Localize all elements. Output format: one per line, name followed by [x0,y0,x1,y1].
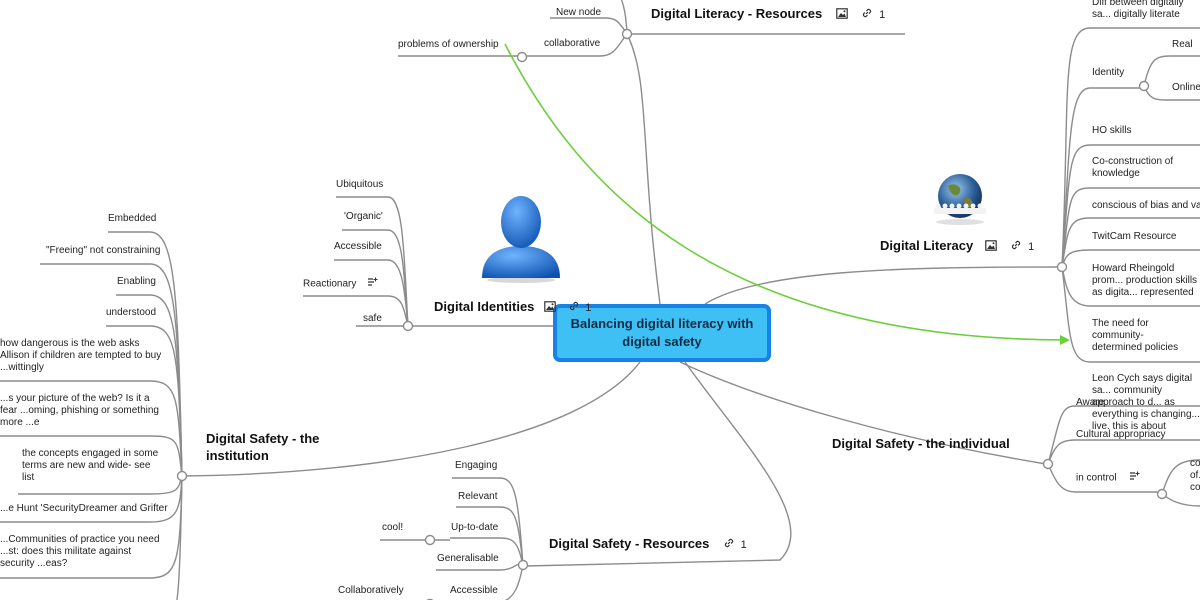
node-problems-of-ownership[interactable]: problems of ownership [398,39,499,50]
topic-digital-safety-resources[interactable]: Digital Safety - Resources 1 [549,536,747,552]
node-reactionary[interactable]: Reactionary [303,277,378,291]
node-label: Reactionary [303,278,357,290]
link-count: 1 [1028,241,1035,253]
node-ho-skills[interactable]: HO skills [1092,125,1132,136]
node-understood[interactable]: understood [106,307,157,318]
image-icon[interactable] [836,7,848,22]
node-identity-online[interactable]: Online [1172,82,1200,93]
topic-digital-safety-individual[interactable]: Digital Safety - the individual [832,436,1010,451]
topic-digital-safety-institution[interactable]: Digital Safety - the institution [206,431,320,463]
node-howard-rheingold[interactable]: Howard Rheingold prom... production skil… [1092,263,1198,298]
node-in-control[interactable]: in control [1076,471,1140,485]
node-aware[interactable]: Aware [1076,397,1105,408]
node-up-to-date[interactable]: Up-to-date [451,522,499,533]
node-identity-real[interactable]: Real [1172,39,1193,50]
node-safe[interactable]: safe [363,313,382,324]
link-icon[interactable] [723,537,735,552]
node-collaboratively[interactable]: Collaboratively [338,585,404,596]
node-cool[interactable]: cool! [382,522,404,533]
topic-digital-identities[interactable]: Digital Identities 1 [434,299,591,315]
node-freeing[interactable]: "Freeing" not constraining [46,245,161,256]
image-icon[interactable] [985,239,997,254]
topic-digital-literacy[interactable]: Digital Literacy 1 [880,238,1034,254]
node-co-fragment[interactable]: co... of... co... [1190,458,1200,493]
node-conscious-of-bias[interactable]: conscious of bias and val... [1092,200,1200,211]
person-avatar [478,192,564,284]
link-count: 1 [879,9,886,21]
node-new-node[interactable]: New node [556,7,602,18]
central-topic[interactable]: Balancing digital literacy with digital … [553,304,771,362]
node-generalisable[interactable]: Generalisable [437,553,499,564]
topic-title: Digital Identities [434,299,535,314]
node-ubiquitous[interactable]: Ubiquitous [336,179,384,190]
link-count: 1 [740,539,747,551]
central-title: Balancing digital literacy with digital … [570,316,754,349]
topic-digital-literacy-resources[interactable]: Digital Literacy - Resources 1 [651,6,885,22]
node-leon-cych[interactable]: Leon Cych says digital sa... community a… [1092,373,1200,432]
note-icon[interactable] [1129,471,1140,485]
link-icon[interactable] [568,300,580,315]
node-enabling[interactable]: Enabling [117,276,156,287]
node-collaborative[interactable]: collaborative [544,38,601,49]
node-identity[interactable]: Identity [1092,67,1125,78]
node-communities[interactable]: ...Communities of practice you need ...s… [0,534,160,569]
node-engaging[interactable]: Engaging [455,460,498,471]
topic-title: Digital Safety - Resources [549,536,710,551]
node-concepts[interactable]: the concepts engaged in some terms are n… [22,448,159,483]
node-twitcam-resource[interactable]: TwitCam Resource [1092,231,1177,242]
topic-title: Digital Literacy - Resources [651,6,823,21]
globe-people-icon [930,172,990,226]
node-embedded[interactable]: Embedded [108,213,157,224]
node-organic[interactable]: 'Organic' [344,211,383,222]
node-hunt[interactable]: ...e Hunt 'SecurityDreamer and Grifter [0,503,168,514]
image-icon[interactable] [544,300,556,315]
node-co-construction[interactable]: Co-construction of knowledge [1092,156,1174,179]
node-picture-of-web[interactable]: ...s your picture of the web? Is it a fe… [0,393,159,428]
node-need-for-policies[interactable]: The need for community-determined polici… [1092,318,1179,353]
node-how-dangerous[interactable]: how dangerous is the web asks Allison if… [0,338,162,373]
link-count: 1 [585,302,592,314]
node-relevant[interactable]: Relevant [458,491,498,502]
link-icon[interactable] [861,7,873,22]
note-icon[interactable] [367,277,378,291]
node-diff-digitally[interactable]: Diff between digitally sa... digitally l… [1092,0,1184,20]
node-cultural-appropriacy[interactable]: Cultural appropriacy [1076,429,1166,440]
link-icon[interactable] [1010,239,1022,254]
topic-title: Digital Literacy [880,238,974,253]
node-accessible-resource[interactable]: Accessible [450,585,498,596]
node-label: in control [1076,472,1117,484]
node-accessible[interactable]: Accessible [334,241,382,252]
